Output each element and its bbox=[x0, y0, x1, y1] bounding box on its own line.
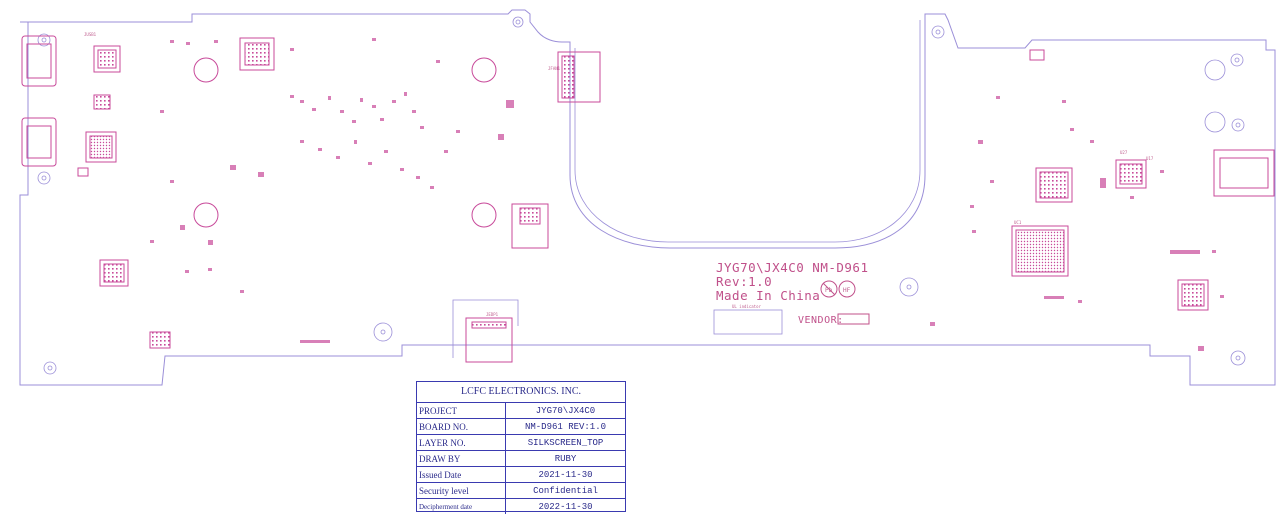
board-project-text: JYG70\JX4C0 NM-D961 bbox=[716, 260, 869, 275]
connector-lead-lines bbox=[452, 299, 519, 358]
left-ics bbox=[77, 37, 275, 349]
mounting-holes bbox=[193, 57, 497, 228]
row-decipherment-date: Decipherment date 2022-11-30 bbox=[417, 498, 625, 514]
company-name: LCFC ELECTRONICS. INC. bbox=[417, 382, 625, 403]
value-board-no: NM-D961 REV:1.0 bbox=[505, 418, 625, 435]
ul-indicator-box bbox=[713, 309, 783, 335]
vendor-label: VENDOR: bbox=[798, 315, 844, 326]
value-layer-no: SILKSCREEN_TOP bbox=[505, 434, 625, 451]
board-rev-text: Rev:1.0 bbox=[716, 274, 773, 289]
pb-free-mark bbox=[820, 280, 838, 298]
row-issued-date: Issued Date 2021-11-30 bbox=[417, 466, 625, 483]
label-decipherment-date: Decipherment date bbox=[417, 498, 506, 514]
value-security-level: Confidential bbox=[505, 482, 625, 499]
pb-mark-label: Pb bbox=[825, 287, 833, 294]
ref-u2: U27 bbox=[1120, 150, 1128, 155]
ref-jfan: JFAN1 bbox=[548, 66, 561, 71]
left-connectors bbox=[21, 35, 57, 167]
mid-components bbox=[150, 38, 514, 343]
board-outline-left bbox=[19, 9, 1276, 386]
title-block: LCFC ELECTRONICS. INC. PROJECT JYG70\JX4… bbox=[416, 381, 626, 514]
row-layer-no: LAYER NO. SILKSCREEN_TOP bbox=[417, 434, 625, 451]
label-issued-date: Issued Date bbox=[417, 466, 506, 483]
ref-jusb: JUSB1 bbox=[84, 32, 97, 37]
label-project: PROJECT bbox=[417, 403, 506, 419]
row-project: PROJECT JYG70\JX4C0 bbox=[417, 403, 625, 419]
corner-holes bbox=[37, 16, 1246, 375]
ref-cpu: UC1 bbox=[1014, 220, 1022, 225]
label-draw-by: DRAW BY bbox=[417, 450, 506, 467]
value-draw-by: RUBY bbox=[505, 450, 625, 467]
vendor-box bbox=[837, 313, 870, 325]
row-board-no: BOARD NO. NM-D961 REV:1.0 bbox=[417, 418, 625, 435]
row-security-level: Security level Confidential bbox=[417, 482, 625, 499]
value-project: JYG70\JX4C0 bbox=[535, 405, 596, 416]
row-draw-by: DRAW BY RUBY bbox=[417, 450, 625, 467]
hf-mark-label: HF bbox=[843, 287, 851, 294]
ul-indicator-label: UL indicator bbox=[732, 304, 761, 309]
ref-jlvds: JEDP1 bbox=[486, 312, 499, 317]
label-security-level: Security level bbox=[417, 482, 506, 499]
right-ics bbox=[1011, 49, 1275, 311]
center-connectors bbox=[465, 51, 601, 363]
right-components bbox=[930, 96, 1224, 351]
title-block-table: PROJECT JYG70\JX4C0 BOARD NO. NM-D961 RE… bbox=[417, 403, 625, 514]
value-issued-date: 2021-11-30 bbox=[505, 466, 625, 483]
value-decipherment-date: 2022-11-30 bbox=[505, 498, 625, 514]
cutout-inner bbox=[574, 20, 921, 243]
ref-u1: U17 bbox=[1146, 156, 1154, 161]
label-board-no: BOARD NO. bbox=[417, 418, 506, 435]
label-layer-no: LAYER NO. bbox=[417, 434, 506, 451]
hf-mark bbox=[838, 280, 856, 298]
board-made-text: Made In China bbox=[716, 288, 821, 303]
